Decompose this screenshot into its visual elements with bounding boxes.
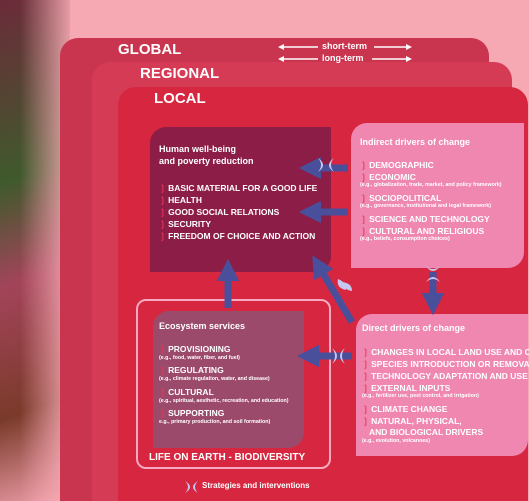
indirect-drivers-title: Indirect drivers of change (360, 137, 471, 147)
direct-drivers-box: Direct drivers of change ❳CHANGES IN LOC… (356, 314, 529, 456)
local-label: LOCAL (154, 90, 206, 107)
ecosystem-services-box: Ecosystem services ❳PROVISIONING (e.g., … (153, 311, 304, 448)
wellbeing-item: ❳BASIC MATERIAL FOR A GOOD LIFE (159, 183, 318, 193)
human-wellbeing-box: Human well-being and poverty reduction ❳… (150, 127, 331, 272)
life-on-earth-label: LIFE ON EARTH - BIODIVERSITY (149, 452, 306, 463)
indirect-driver-note: (e.g., governance, institutional and leg… (360, 203, 491, 209)
wellbeing-title-line2: and poverty reduction (159, 156, 254, 166)
strategy-mark-icon (337, 279, 352, 291)
indirect-driver-note: (e.g., beliefs, consumption choices) (360, 236, 450, 242)
indirect-driver-item: ❳ECONOMIC (360, 172, 416, 182)
indirect-driver-item: ❳CULTURAL AND RELIGIOUS (360, 226, 485, 236)
ecosystem-service-item: ❳SUPPORTING (159, 408, 225, 418)
wellbeing-item: ❳HEALTH (159, 195, 202, 205)
ecosystem-service-item: ❳PROVISIONING (159, 344, 231, 354)
wellbeing-item: ❳FREEDOM OF CHOICE AND ACTION (159, 231, 316, 241)
indirect-driver-item: ❳SOCIOPOLITICAL (360, 193, 442, 203)
timescale-legend: short-term long-term (278, 40, 428, 66)
ecosystem-service-note: (e.g., food, water, fiber, and fuel) (159, 355, 240, 361)
indirect-driver-item: ❳DEMOGRAPHIC (360, 160, 434, 170)
wellbeing-title-line1: Human well-being (159, 144, 237, 154)
strategy-mark-icon (332, 348, 345, 364)
indirect-driver-item: ❳SCIENCE AND TECHNOLOGY (360, 214, 490, 224)
short-term-arrow-icon (278, 44, 412, 50)
ecosystem-service-item: ❳REGULATING (159, 365, 224, 375)
ecosystem-service-note: (e.g., spiritual, aesthetic, recreation,… (159, 398, 289, 404)
short-term-row: short-term (278, 41, 428, 53)
direct-driver-note: (e.g., evolution, volcanoes) (362, 438, 430, 444)
life-on-earth-frame (136, 299, 331, 469)
direct-driver-item: ❳EXTERNAL INPUTS (362, 383, 451, 393)
direct-driver-item: ❳SPECIES INTRODUCTION OR REMOVAL (362, 359, 529, 369)
long-term-label: long-term (322, 53, 364, 63)
wellbeing-item: ❳GOOD SOCIAL RELATIONS (159, 207, 280, 217)
strategy-legend-icon (185, 481, 198, 493)
global-label: GLOBAL (118, 41, 182, 58)
direct-drivers-title: Direct drivers of change (362, 323, 466, 333)
arrow-direct-to-wellbeing (312, 255, 356, 324)
direct-driver-item: ❳CHANGES IN LOCAL LAND USE AND COVER (362, 347, 529, 357)
indirect-drivers-box: Indirect drivers of change ❳DEMOGRAPHIC … (351, 123, 524, 268)
direct-driver-note: (e.g., fertilizer use, pest control, and… (362, 393, 479, 399)
long-term-arrow-icon (278, 56, 412, 62)
direct-driver-item: AND BIOLOGICAL DRIVERS (369, 427, 484, 437)
indirect-driver-note: (e.g., globalization, trade, market, and… (360, 182, 502, 188)
short-term-label: short-term (322, 41, 368, 51)
long-term-row: long-term (278, 53, 428, 65)
direct-driver-item: ❳TECHNOLOGY ADAPTATION AND USE (362, 371, 528, 381)
strategies-legend: Strategies and interventions (182, 479, 342, 495)
direct-driver-item: ❳CLIMATE CHANGE (362, 404, 448, 414)
direct-driver-item: ❳NATURAL, PHYSICAL, (362, 416, 462, 426)
regional-label: REGIONAL (140, 65, 220, 82)
ecosystem-service-note: e.g., primary production, and soil forma… (159, 419, 271, 425)
wellbeing-item: ❳SECURITY (159, 219, 212, 229)
ecosystem-service-note: (e.g., climate regulation, water, and di… (159, 376, 270, 382)
ecosystem-services-title: Ecosystem services (159, 321, 246, 331)
strategy-mark-icon (426, 266, 440, 282)
strategies-legend-label: Strategies and interventions (202, 481, 310, 490)
strategy-mark-icon (318, 158, 334, 172)
ecosystem-service-item: ❳CULTURAL (159, 387, 214, 397)
